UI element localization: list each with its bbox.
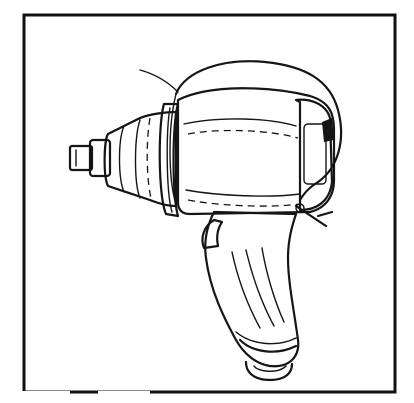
hanger-wire [174, 60, 343, 202]
rear-adjustment-pin [294, 203, 334, 228]
air-inlet [244, 360, 294, 382]
front-housing [103, 110, 178, 208]
rear-cap [294, 98, 334, 212]
motor-housing [176, 87, 336, 216]
clamp-band [158, 102, 180, 218]
pistol-grip-handle [201, 210, 300, 368]
diagram-frame [22, 13, 397, 394]
hanger-wire-front [169, 93, 177, 206]
callout-leader-line [139, 69, 179, 93]
square-drive-anvil [68, 138, 112, 178]
